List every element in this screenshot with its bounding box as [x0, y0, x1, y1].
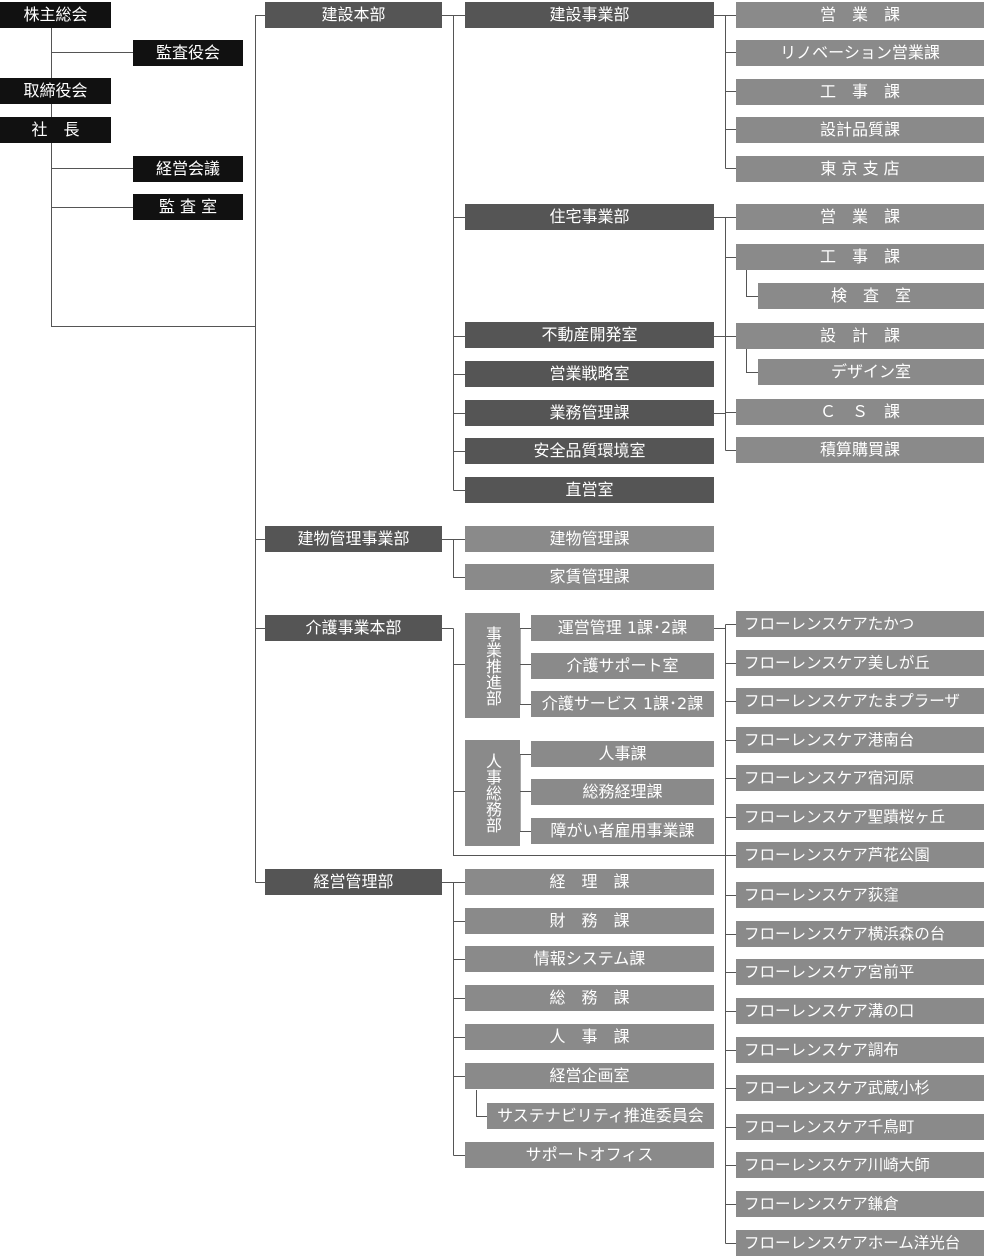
sustainability-committee-box: サステナビリティ推進委員会: [487, 1103, 714, 1129]
hr-unit-personnel: 人事課: [531, 741, 714, 767]
management-meeting-box: 経営会議: [133, 156, 243, 182]
board-of-directors-box: 取締役会: [0, 78, 111, 104]
housing-unit-sales: 営 業 課: [736, 204, 984, 230]
promotion-unit-operations: 運営管理 1課･2課: [531, 615, 714, 641]
shareholders-meeting-box: 株主総会: [0, 2, 111, 28]
facility-item: フローレンスケア宿河原: [736, 765, 984, 791]
facility-item: フローレンスケア川崎大師: [736, 1152, 984, 1178]
housing-unit-works: 工 事 課: [736, 244, 984, 270]
facility-item: フローレンスケアホーム洋光台: [736, 1230, 984, 1256]
construction-branch-line: [442, 15, 465, 491]
facility-item: フローレンスケア千鳥町: [736, 1114, 984, 1140]
division-unit-tokyo-branch: 東 京 支 店: [736, 156, 984, 182]
sales-strategy-box: 営業戦略室: [465, 361, 714, 387]
real-estate-dev-box: 不動産開発室: [465, 322, 714, 348]
housing-unit-estimating: 積算購買課: [736, 437, 984, 463]
building-mgmt-unit: 建物管理課: [465, 526, 714, 552]
governance-line: [51, 27, 256, 327]
housing-unit-cs: Ｃ Ｓ 課: [736, 399, 984, 425]
division-unit-design-quality: 設計品質課: [736, 117, 984, 143]
management-branch-line: [442, 882, 487, 1156]
mgmt-unit-finance: 財 務 課: [465, 908, 714, 934]
care-branch-line: [442, 628, 736, 856]
division-units-line: [714, 15, 736, 169]
housing-unit-design: 設 計 課: [736, 323, 984, 349]
mgmt-unit-general-affairs: 総 務 課: [465, 985, 714, 1011]
housing-unit-inspection: 検 査 室: [758, 283, 984, 309]
division-unit-renovation-sales: リノベーション営業課: [736, 40, 984, 66]
division-unit-sales: 営 業 課: [736, 2, 984, 28]
facility-item: フローレンスケア美しが丘: [736, 650, 984, 676]
housing-division-box: 住宅事業部: [465, 204, 714, 230]
facility-item: フローレンスケアたまプラーザ: [736, 688, 984, 714]
support-office-box: サポートオフィス: [465, 1142, 714, 1168]
housing-units-line: [714, 217, 758, 451]
mgmt-unit-personnel: 人 事 課: [465, 1024, 714, 1050]
construction-division-box: 建設事業部: [465, 2, 714, 28]
building-mgmt-division-box: 建物管理事業部: [265, 526, 442, 552]
housing-unit-design-room: デザイン室: [758, 359, 984, 385]
mgmt-unit-info-systems: 情報システム課: [465, 946, 714, 972]
facility-item: フローレンスケア調布: [736, 1037, 984, 1063]
facility-item: フローレンスケアたかつ: [736, 611, 984, 637]
promotion-dept-label: 事業推進部: [483, 625, 502, 706]
promotion-dept-box: 事業推進部: [465, 613, 520, 718]
promotion-unit-care-support: 介護サポート室: [531, 653, 714, 679]
hr-units-line: [519, 754, 531, 832]
main-spine-line: [255, 15, 265, 883]
audit-office-box: 監 査 室: [133, 194, 243, 220]
division-unit-works: 工 事 課: [736, 79, 984, 105]
facility-item: フローレンスケア聖蹟桜ヶ丘: [736, 804, 984, 830]
care-hq-box: 介護事業本部: [265, 615, 442, 641]
facility-item: フローレンスケア溝の口: [736, 998, 984, 1024]
facility-item: フローレンスケア港南台: [736, 727, 984, 753]
auditor-board-box: 監査役会: [133, 40, 243, 66]
hr-unit-disability-employment: 障がい者雇用事業課: [531, 818, 714, 844]
hr-unit-general-accounting: 総務経理課: [531, 779, 714, 805]
facility-item: フローレンスケア荻窪: [736, 882, 984, 908]
president-box: 社 長: [0, 117, 111, 143]
building-mgmt-line: [442, 539, 465, 578]
facility-item: フローレンスケア武蔵小杉: [736, 1075, 984, 1101]
direct-management-box: 直営室: [465, 477, 714, 503]
facility-item: フローレンスケア芦花公園: [736, 842, 984, 868]
mgmt-unit-accounting: 経 理 課: [465, 869, 714, 895]
hr-dept-label: 人事総務部: [483, 753, 502, 833]
construction-hq-box: 建設本部: [265, 2, 442, 28]
facilities-line: [714, 624, 736, 1244]
promotion-unit-care-service: 介護サービス 1課･2課: [531, 691, 714, 717]
operations-mgmt-box: 業務管理課: [465, 400, 714, 426]
management-division-box: 経営管理部: [265, 869, 442, 895]
hr-dept-box: 人事総務部: [465, 740, 520, 846]
facility-item: フローレンスケア鎌倉: [736, 1191, 984, 1217]
rent-mgmt-unit: 家賃管理課: [465, 564, 714, 590]
safety-quality-env-box: 安全品質環境室: [465, 438, 714, 464]
facility-item: フローレンスケア横浜森の台: [736, 921, 984, 947]
mgmt-unit-corporate-planning: 経営企画室: [465, 1063, 714, 1089]
facility-item: フローレンスケア宮前平: [736, 959, 984, 985]
promotion-units-line: [519, 628, 531, 705]
